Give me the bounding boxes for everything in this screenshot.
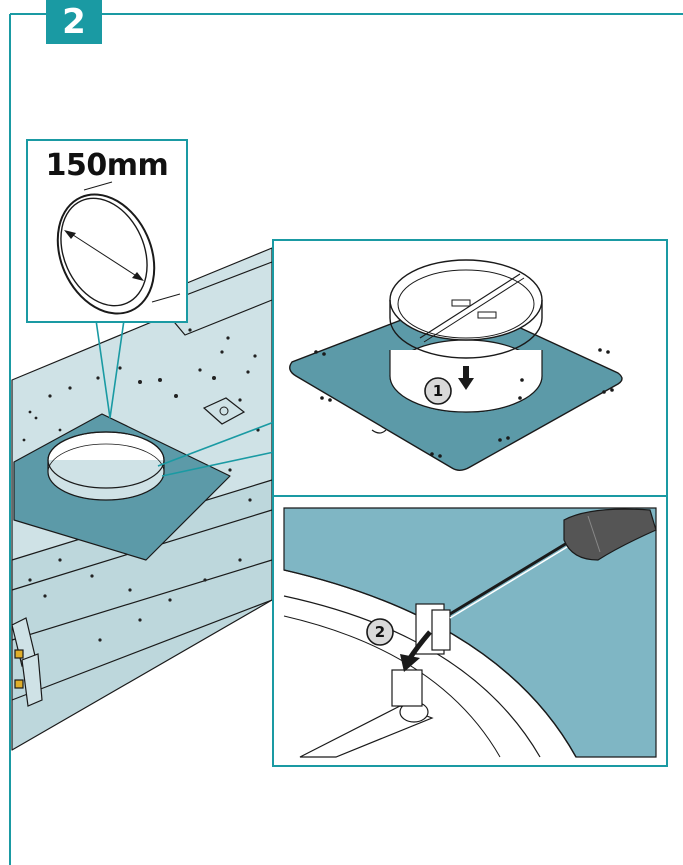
detail-box-top [272,239,668,497]
side-bracket [11,617,43,707]
detail-connectors [157,421,275,477]
diameter-callout [26,139,188,419]
rotate-arrow-icon [400,630,432,672]
detail-box-bottom [272,495,668,767]
step-marker-1-label: 1 [432,382,444,400]
diameter-label: 150mm [45,148,169,183]
step-marker-2-label: 2 [374,623,386,641]
step-marker-1 [424,377,452,405]
step-marker-2 [366,618,394,646]
down-arrow-icon [458,366,474,390]
housing-cover-plate [202,397,246,425]
duct-plate [13,413,231,561]
housing-holes [18,328,260,662]
page-frame [9,13,683,865]
step-number-badge: 2 [46,0,102,44]
